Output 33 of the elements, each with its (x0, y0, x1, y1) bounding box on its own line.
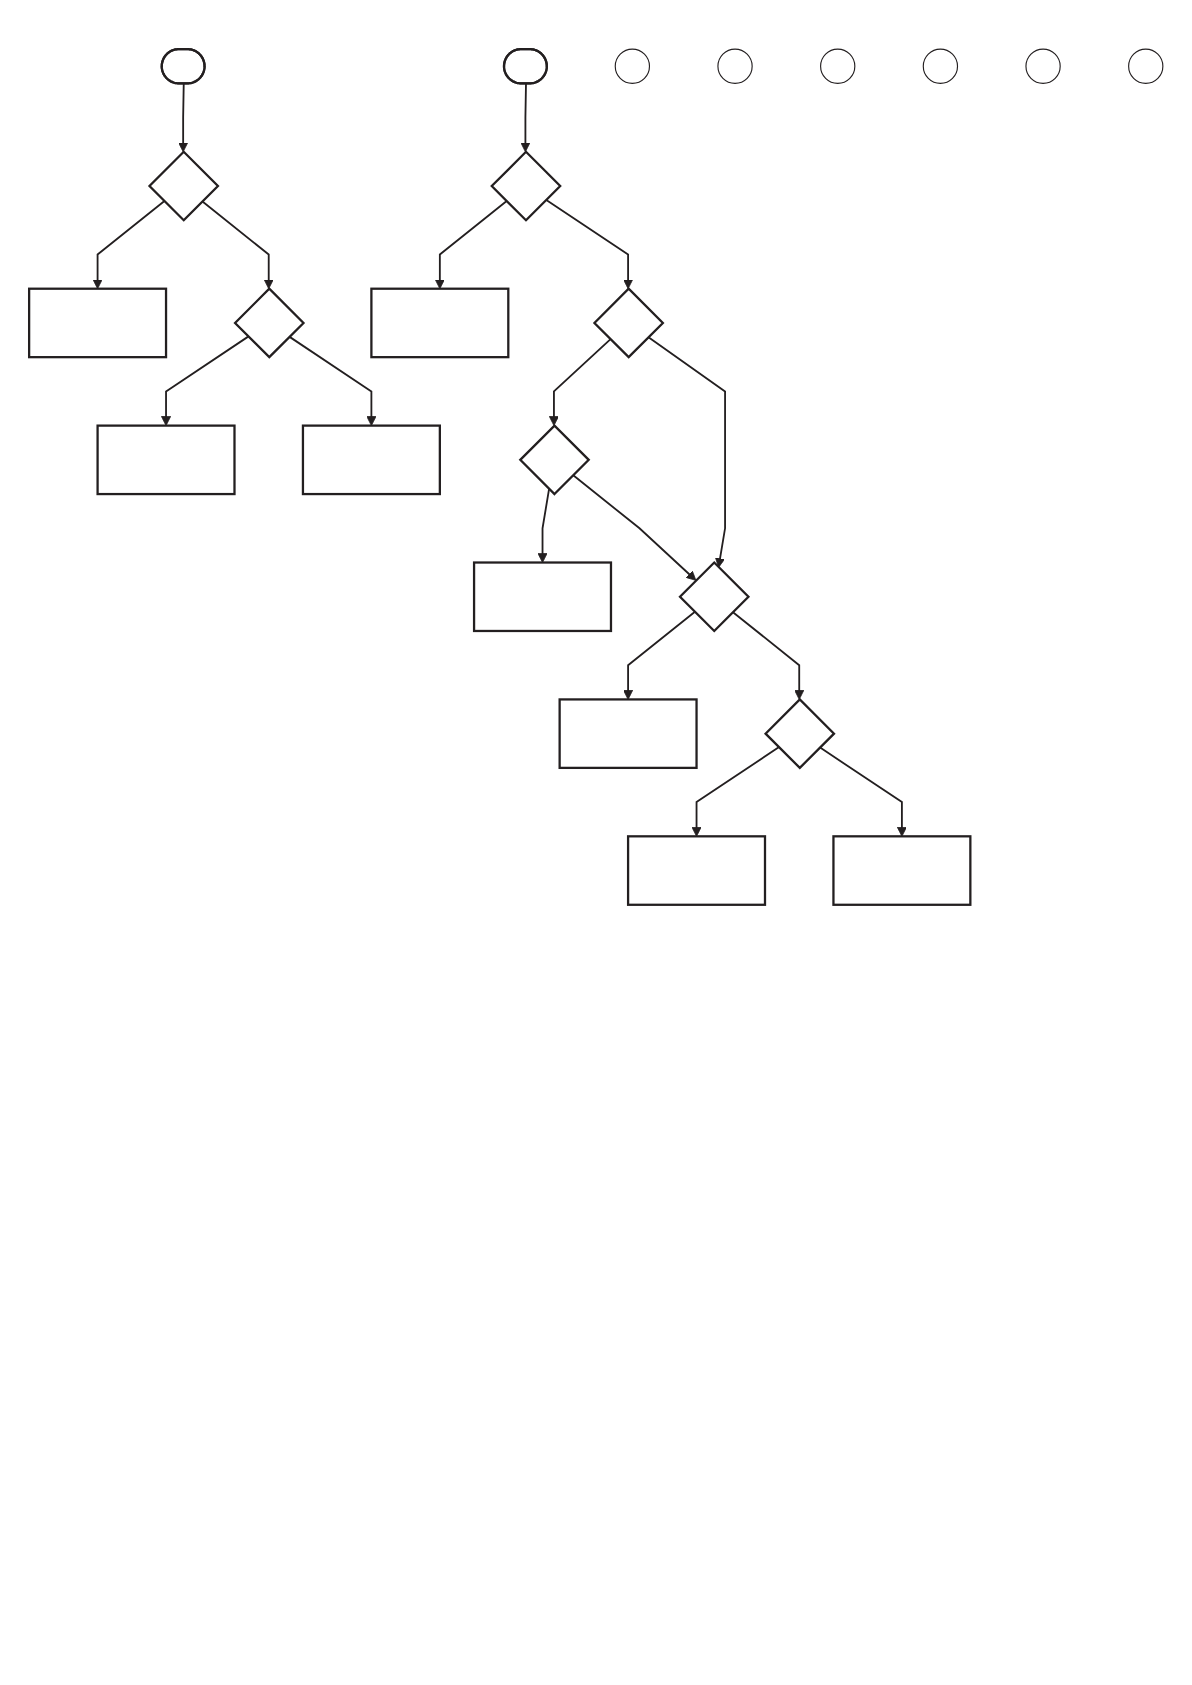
node-diamond (592, 287, 665, 359)
node-box (558, 698, 698, 769)
node-box (370, 287, 510, 359)
arrow (818, 746, 907, 837)
arrow (691, 746, 780, 837)
node-circle (717, 48, 753, 84)
arrow (178, 83, 189, 153)
node-circle (922, 48, 959, 84)
node-circle (1025, 48, 1061, 84)
arrow (572, 474, 697, 581)
arrow (201, 200, 274, 290)
arrow (520, 83, 531, 153)
node-diamond (678, 560, 751, 633)
arrow (647, 336, 726, 568)
node-box (832, 835, 972, 906)
node-circle (820, 48, 856, 84)
node-box (626, 835, 767, 906)
node-box (472, 561, 613, 633)
node-diamond (518, 424, 591, 496)
node-diamond (147, 150, 220, 222)
arrow (545, 198, 634, 290)
node-diamond (490, 150, 562, 222)
arrow (548, 338, 612, 427)
node-circle (1128, 48, 1164, 84)
node-box (301, 424, 441, 496)
node-box (28, 287, 168, 359)
node-circle (614, 48, 651, 84)
arrow (623, 611, 696, 700)
node-diamond (763, 697, 836, 770)
node-box (96, 424, 236, 496)
node-diamond (233, 287, 306, 359)
arrow (731, 611, 805, 700)
arrow (537, 488, 550, 563)
